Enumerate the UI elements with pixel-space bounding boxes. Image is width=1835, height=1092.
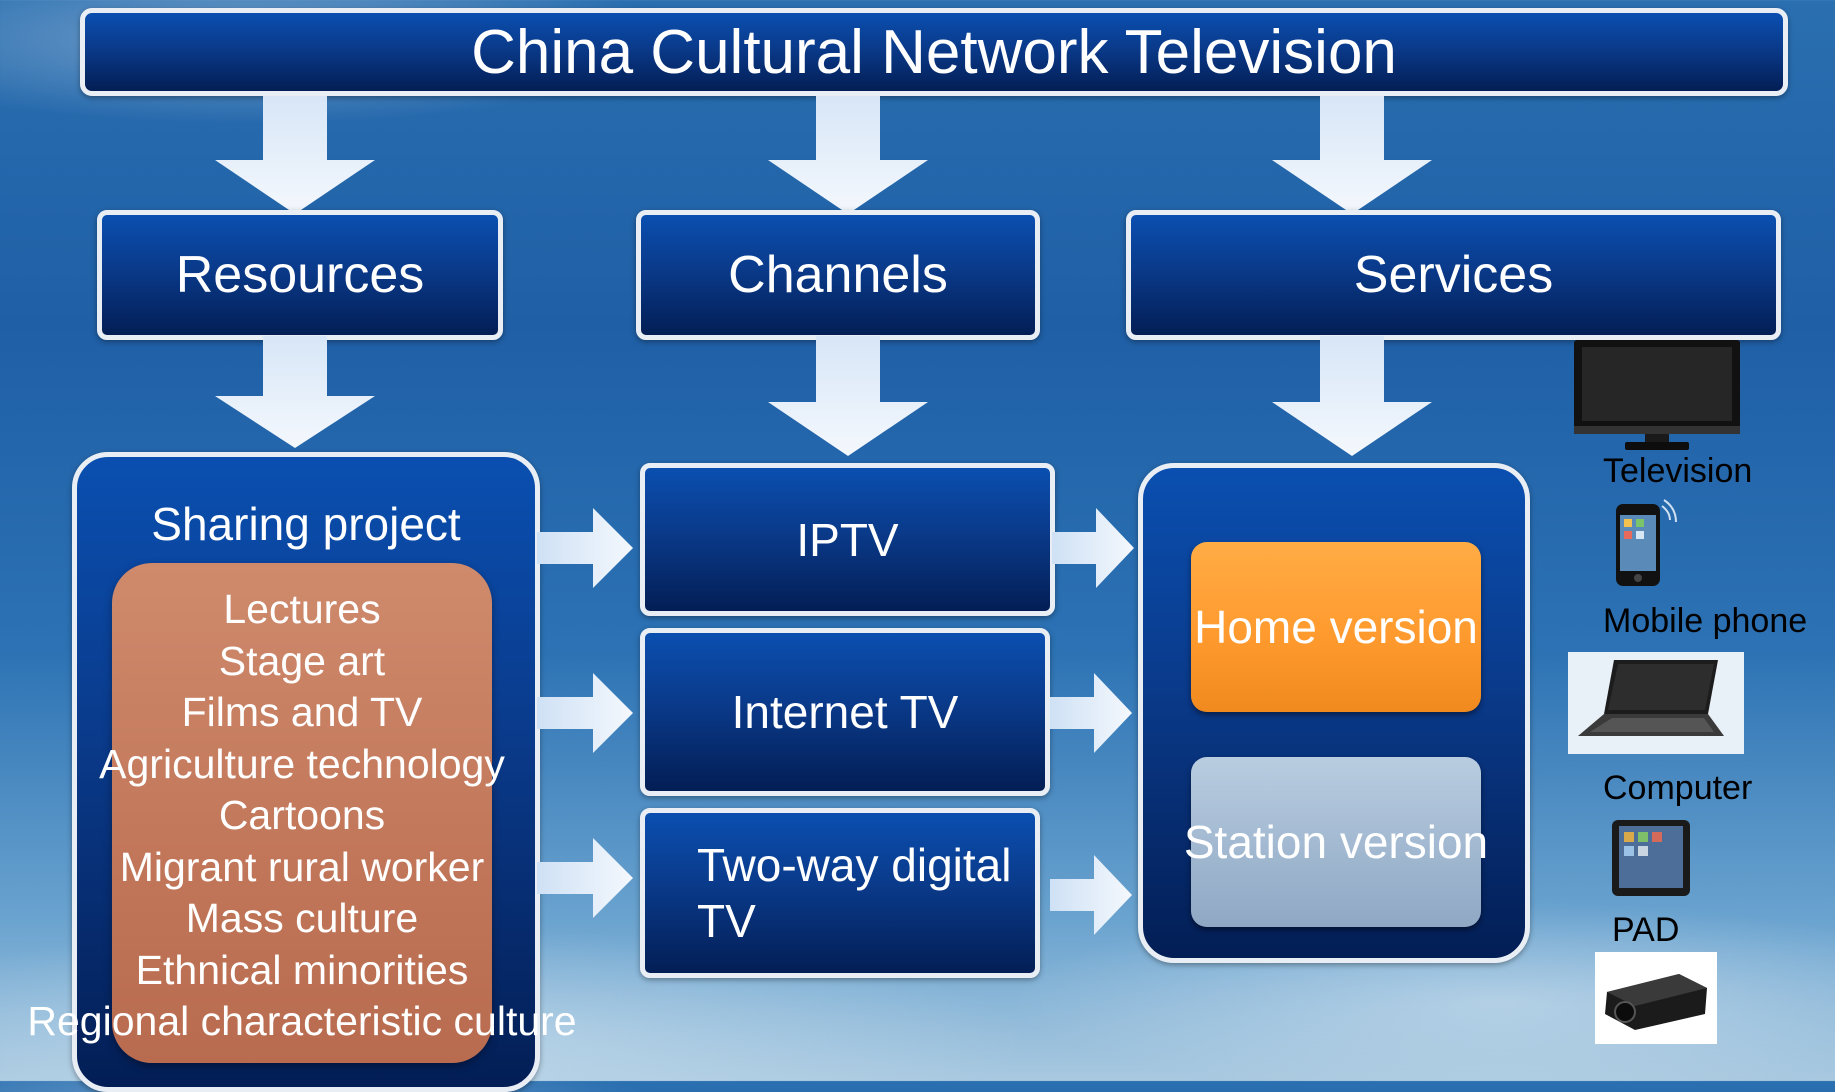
arrow-resources-down (215, 336, 375, 448)
arrow-to-internet-tv (537, 673, 633, 753)
arrow-iptv-to-services (1052, 508, 1134, 588)
arrow-to-two-way-tv (537, 838, 633, 918)
home-version-pill: Home version (1191, 542, 1481, 712)
arrow-title-to-services (1272, 96, 1432, 214)
resource-item-regional-culture: Regional characteristic culture (27, 998, 577, 1044)
station-version-label: Station version (1183, 816, 1489, 868)
internet-tv-label: Internet TV (731, 686, 959, 738)
sharing-project-title: Sharing project (151, 498, 461, 550)
mobile-phone-icon (1612, 498, 1678, 595)
resources-header: Resources (97, 210, 503, 340)
resource-item-mass-culture: Mass culture (185, 895, 419, 941)
home-version-label: Home version (1194, 601, 1478, 653)
arrow-channels-down (768, 336, 928, 456)
pad-icon (1610, 816, 1694, 905)
resource-item-migrant-worker: Migrant rural worker (119, 843, 485, 890)
computer-icon (1568, 652, 1744, 759)
arrow-internet-tv-to-services (1050, 673, 1132, 753)
internet-tv-box: Internet TV (640, 628, 1050, 796)
mobile-phone-label: Mobile phone (1603, 602, 1808, 640)
station-version-pill: Station version (1184, 757, 1488, 927)
resource-item-agriculture: Agriculture technology (99, 740, 505, 787)
computer-label: Computer (1603, 769, 1753, 807)
iptv-box: IPTV (640, 463, 1055, 616)
resource-item-stage-art: Stage art (218, 637, 386, 684)
page-title: China Cultural Network Television (471, 17, 1397, 87)
television-label: Television (1603, 452, 1753, 490)
services-label: Services (1353, 246, 1554, 304)
resource-item-lectures: Lectures (223, 586, 381, 632)
resource-item-cartoons: Cartoons (218, 792, 386, 838)
arrow-title-to-channels (768, 96, 928, 214)
arrow-title-to-resources (215, 96, 375, 214)
arrow-services-down (1272, 336, 1432, 456)
channels-header: Channels (636, 210, 1040, 340)
resource-list: Lectures Stage art Films and TV Agricult… (0, 584, 604, 1048)
television-icon (1570, 338, 1750, 463)
arrow-two-way-to-services (1050, 855, 1132, 935)
two-way-tv-line2: TV (697, 895, 756, 947)
channels-label: Channels (728, 246, 948, 304)
resource-list-panel (112, 563, 492, 1063)
resource-item-ethnical-minorities: Ethnical minorities (135, 946, 469, 993)
iptv-label: IPTV (796, 513, 899, 566)
services-header: Services (1126, 210, 1781, 340)
two-way-tv-line1: Two-way digital (697, 839, 1012, 891)
two-way-tv-label: Two-way digital TV (697, 837, 1011, 949)
two-way-tv-box: Two-way digital TV (640, 808, 1040, 978)
pad-label: PAD (1612, 911, 1680, 949)
arrow-to-iptv (537, 508, 633, 588)
projector-icon (1595, 952, 1717, 1049)
resource-item-films-tv: Films and TV (181, 689, 423, 735)
title-box: China Cultural Network Television (80, 8, 1788, 96)
resources-label: Resources (175, 246, 425, 304)
